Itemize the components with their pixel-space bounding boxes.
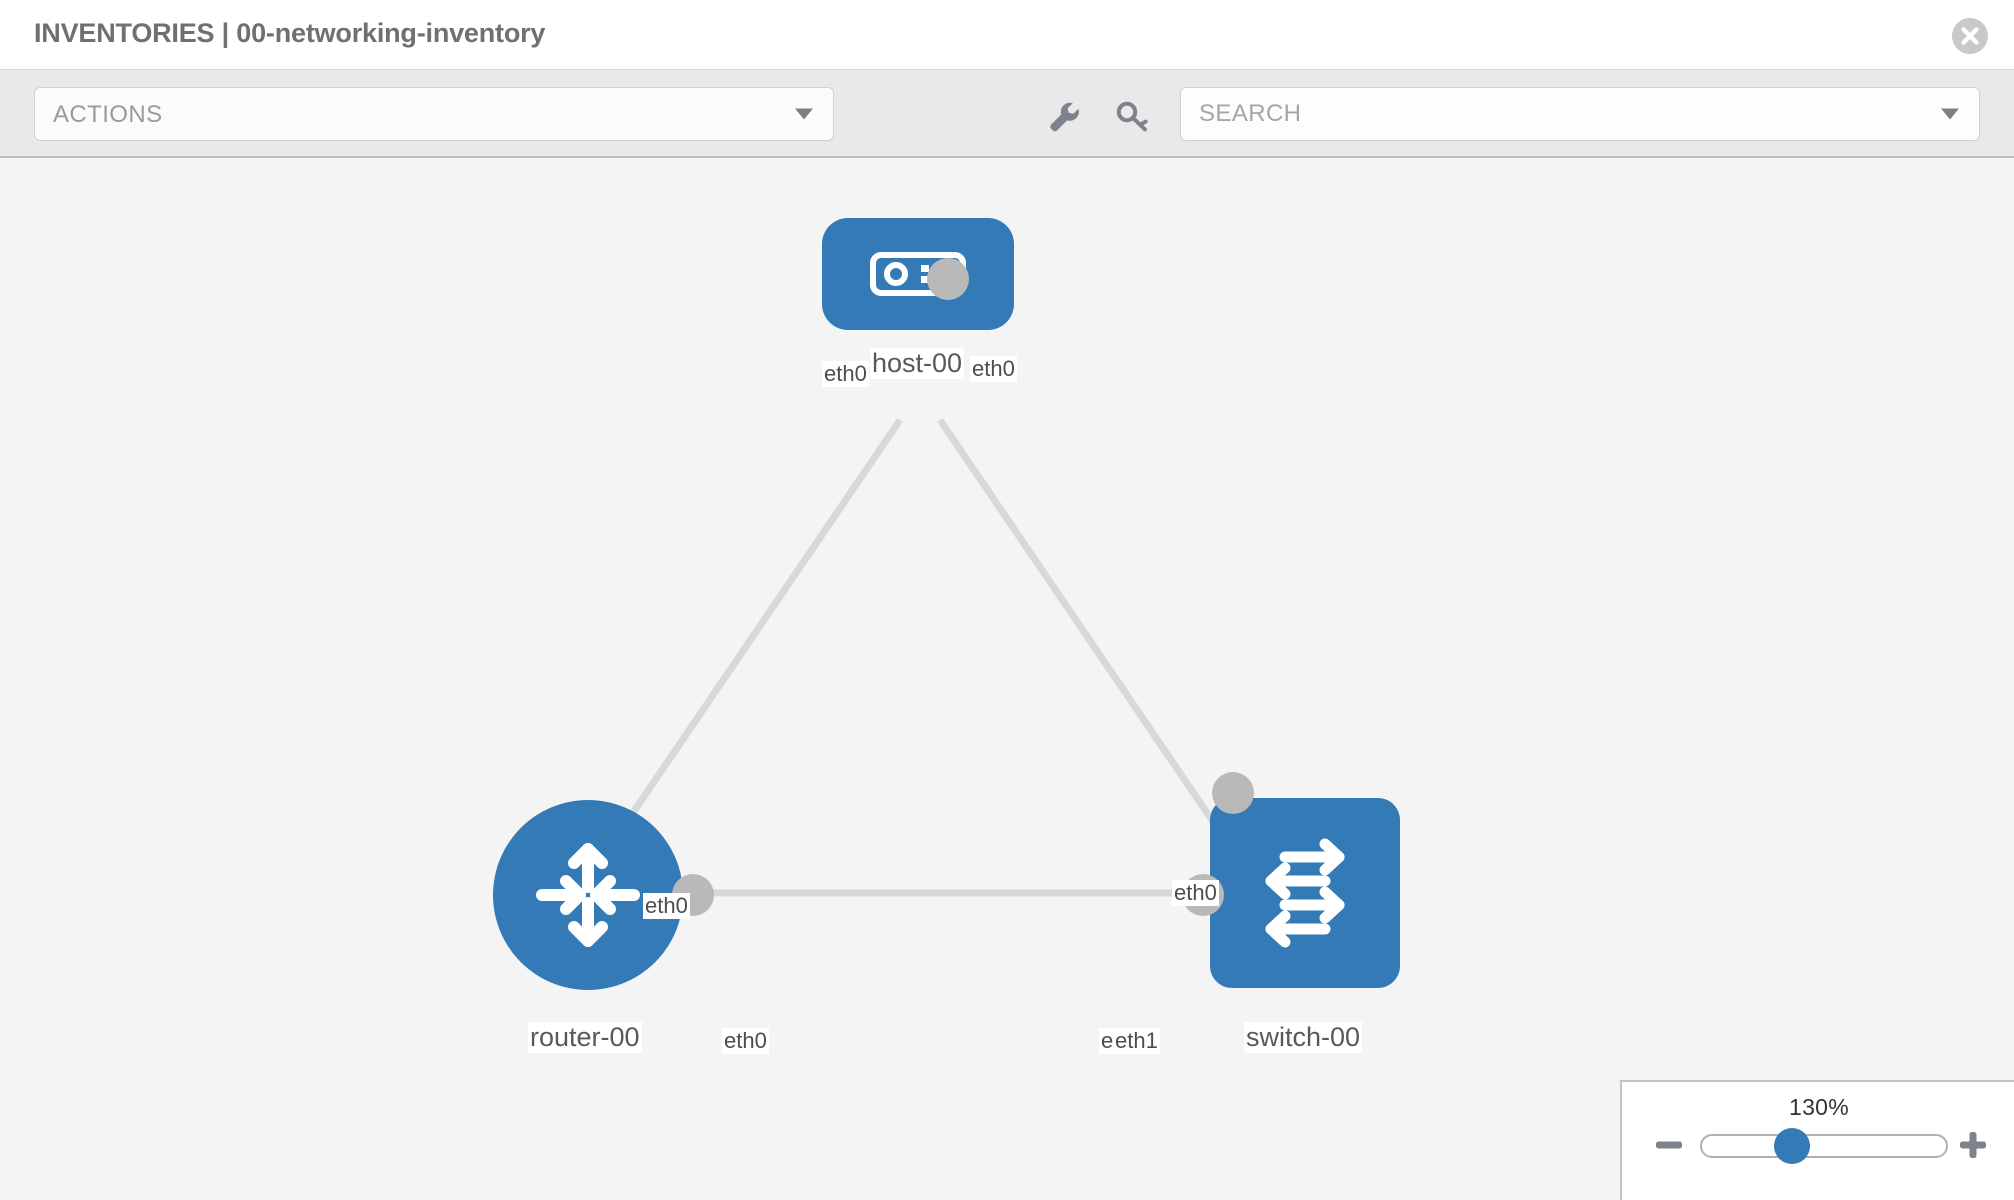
key-icon[interactable] bbox=[1114, 100, 1150, 134]
port-switch-top[interactable] bbox=[1212, 772, 1254, 814]
zoom-slider[interactable] bbox=[1700, 1134, 1948, 1158]
toolbar: ACTIONS bbox=[0, 70, 2014, 158]
page-header: INVENTORIES | 00-networking-inventory bbox=[0, 0, 2014, 70]
topology-links bbox=[589, 418, 1253, 897]
host-node-shape[interactable] bbox=[822, 218, 1014, 330]
zoom-slider-thumb[interactable] bbox=[1774, 1128, 1810, 1164]
close-icon[interactable] bbox=[1952, 18, 1988, 54]
edge-label-router-right: eth0 bbox=[722, 1028, 769, 1055]
page-title: INVENTORIES | 00-networking-inventory bbox=[34, 18, 546, 48]
topology-canvas[interactable]: host-00 eth0 eth0 bbox=[0, 158, 2014, 1200]
edge-label-switch-up: eth0 bbox=[1172, 880, 1219, 907]
edge-label-router-up: eth0 bbox=[643, 893, 690, 920]
port-host-right[interactable] bbox=[927, 258, 969, 300]
node-label-switch-00: switch-00 bbox=[1244, 1022, 1363, 1054]
actions-dropdown-label: ACTIONS bbox=[53, 101, 163, 128]
wrench-icon[interactable] bbox=[1046, 100, 1082, 134]
plus-icon[interactable] bbox=[1956, 1128, 1990, 1162]
minus-icon[interactable] bbox=[1652, 1128, 1686, 1162]
router-arrows-icon bbox=[536, 843, 640, 947]
node-label-router-00: router-00 bbox=[528, 1022, 642, 1054]
chevron-down-icon[interactable] bbox=[1941, 108, 1959, 120]
switch-arrows-icon bbox=[1265, 838, 1345, 948]
zoom-control-panel: 130% bbox=[1620, 1080, 2014, 1200]
search-input[interactable] bbox=[1199, 88, 1919, 140]
chevron-down-icon bbox=[795, 108, 813, 120]
search-field[interactable] bbox=[1180, 87, 1980, 141]
edge-label-host-left: eth0 bbox=[822, 361, 869, 388]
actions-dropdown[interactable]: ACTIONS bbox=[34, 87, 834, 141]
zoom-level-value: 130% bbox=[1788, 1094, 1850, 1120]
edge-label-host-right: eth0 bbox=[970, 356, 1017, 383]
node-switch-00[interactable] bbox=[1210, 798, 1400, 988]
node-label-host-00: host-00 bbox=[870, 348, 965, 380]
edge-label-switch-left: eth1 bbox=[1113, 1028, 1160, 1055]
node-host-00[interactable] bbox=[822, 218, 1014, 368]
switch-node-shape[interactable] bbox=[1210, 798, 1400, 988]
